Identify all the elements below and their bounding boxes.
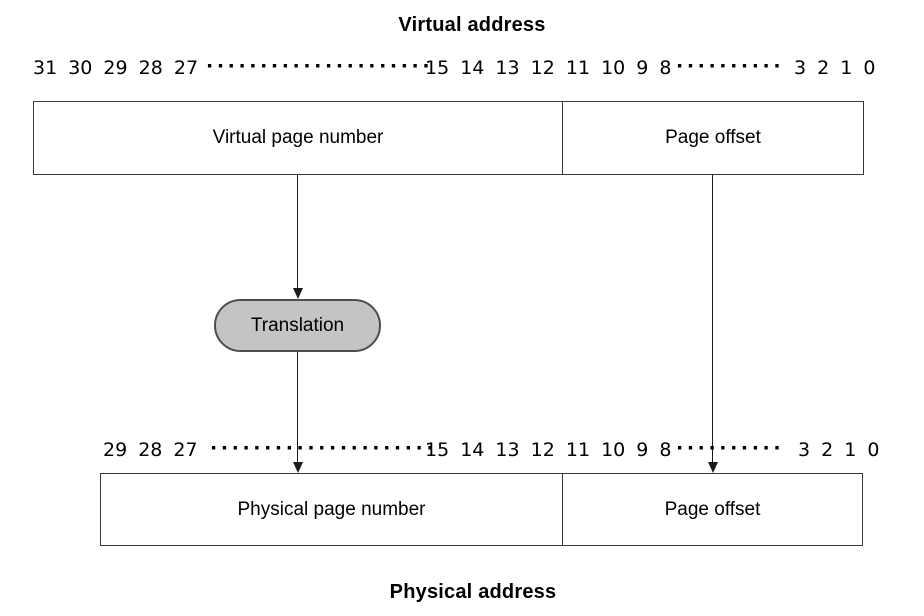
arrow-offset-to-offset-head	[707, 462, 718, 473]
virtual-bits-low: 3 2 1 0	[794, 57, 876, 79]
virtual-page-offset-field: Page offset	[563, 102, 863, 174]
virtual-page-number-label: Virtual page number	[212, 127, 384, 148]
translation-label: Translation	[250, 314, 345, 336]
physical-bits-high: 29 28 27	[103, 439, 198, 461]
virtual-address-title: Virtual address	[398, 14, 546, 36]
virtual-bits-mid: 15 14 13 12 11 10 9 8	[425, 57, 672, 79]
physical-bits-mid: 15 14 13 12 11 10 9 8	[425, 439, 672, 461]
arrow-vpn-to-translation-line	[296, 175, 298, 289]
virtual-address-box: Virtual page number Page offset	[33, 101, 864, 175]
physical-address-box: Physical page number Page offset	[100, 473, 863, 546]
virtual-page-offset-label: Page offset	[665, 127, 761, 148]
virtual-bits-high: 31 30 29 28 27	[33, 57, 199, 79]
arrow-offset-to-offset-line	[711, 175, 713, 463]
arrow-translation-to-ppn-head	[292, 462, 303, 473]
physical-page-number-field: Physical page number	[101, 474, 563, 545]
physical-bits-low: 3 2 1 0	[798, 439, 880, 461]
physical-address-title: Physical address	[389, 581, 557, 603]
ellipsis-dots: ·····················	[210, 437, 438, 459]
physical-page-number-label: Physical page number	[237, 498, 426, 520]
arrow-translation-to-ppn-line	[296, 352, 298, 463]
arrow-vpn-to-translation-head	[292, 288, 303, 299]
ellipsis-dots: ·····················	[206, 55, 434, 77]
translation-oval: Translation	[214, 299, 381, 352]
physical-page-offset-label: Page offset	[664, 498, 761, 520]
ellipsis-dots: ··········	[676, 55, 785, 77]
physical-page-offset-field: Page offset	[563, 474, 862, 545]
ellipsis-dots: ··········	[676, 437, 785, 459]
virtual-page-number-field: Virtual page number	[34, 102, 563, 174]
